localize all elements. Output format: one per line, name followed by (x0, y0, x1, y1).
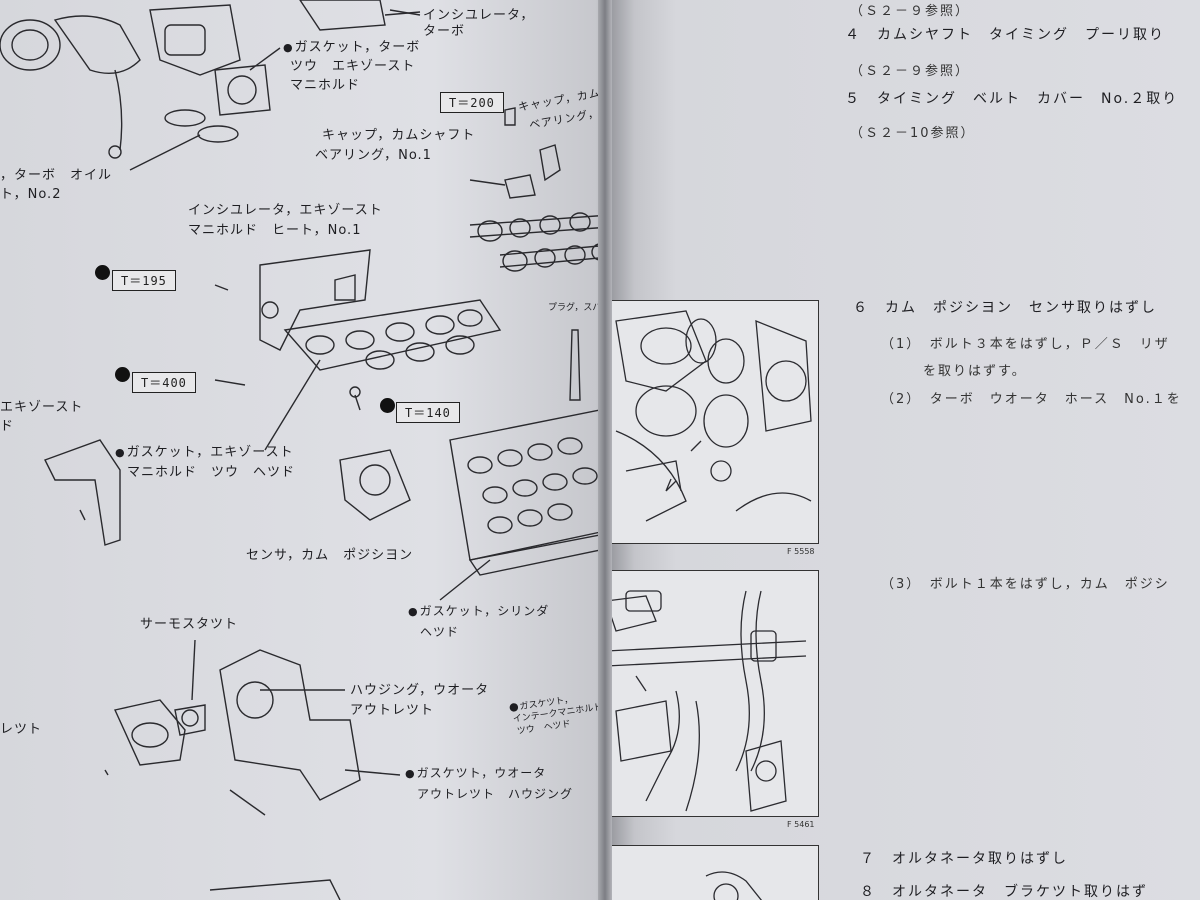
step-6-1a: （1） ボルト３本をはずし，Ｐ／Ｓ リザ (881, 337, 1170, 352)
label-turbo-oil-1: ，ターボ オイル (0, 168, 113, 183)
label-sensor-cam-position: センサ，カム ポジシヨン (246, 548, 414, 563)
step-6: ６ カム ポジシヨン センサ取りはずし (853, 300, 1157, 316)
step-6-2: （2） ターボ ウオータ ホース No.１を (881, 392, 1182, 407)
figure-engine-hoses (605, 570, 819, 817)
figure-engine-sensor-drawing (615, 310, 812, 522)
ref-s2-10: （Ｓ２－10参照） (850, 126, 976, 141)
step-8: ８ オルタネータ ブラケツト取りはず (860, 884, 1148, 900)
label-insulator-turbo-text: インシユレータ， ターボ (423, 8, 535, 39)
label-exhaust-2: ド (0, 419, 15, 434)
torque-box-140: T＝140 (396, 402, 460, 423)
book-gutter (598, 0, 612, 900)
label-insulator-turbo: インシユレータ， ターボ (423, 8, 534, 40)
torque-dot-400 (115, 367, 130, 382)
label-gasket-exmani-head-2: マニホルド ツウ ヘツド (127, 465, 296, 480)
label-housing-water-outlet-2: アウトレツト (350, 703, 435, 718)
label-exhaust-1: エキゾースト (0, 400, 84, 415)
figure-engine-hoses-drawing (606, 590, 807, 812)
label-turbo-oil-2: ト，No.2 (0, 187, 62, 202)
torque-box-400: T＝400 (132, 372, 196, 393)
figure-engine-sensor (605, 300, 819, 544)
step-6-3: （3） ボルト１本をはずし，カム ポジシ (881, 577, 1170, 592)
step-7: ７ オルタネータ取りはずし (860, 851, 1068, 867)
label-housing-water-outlet-1: ハウジング，ウオータ (350, 683, 490, 698)
label-gasket-water-outlet-1: ガスケツト，ウオータ (405, 765, 546, 782)
label-insulator-exmani-2: マニホルド ヒート，No.1 (188, 223, 362, 238)
ref-s2-9-top: （Ｓ２－９参照） (850, 4, 971, 19)
figure-alternator (605, 845, 819, 900)
label-gasket-water-outlet-2: アウトレツト ハウジング (417, 787, 574, 801)
label-cap-cam-no1-2: ベアリング，No.1 (315, 148, 432, 163)
torque-box-195: T＝195 (112, 270, 176, 291)
right-page: （Ｓ２－９参照） ４ カムシヤフト タイミング プーリ取り （Ｓ２－９参照） ５… (605, 0, 1200, 900)
step-5: ５ タイミング ベルト カバー No.２取り (845, 91, 1179, 107)
ref-s2-9: （Ｓ２－９参照） (850, 64, 971, 79)
label-cap-cam-no1-1: キャップ，カムシャフト (322, 128, 476, 143)
label-gasket-cyl-head-2: ヘツド (420, 625, 460, 639)
figure-code-1: F 5558 (787, 547, 815, 556)
label-gasket-turbo-2: ツウ エキゾースト (290, 59, 416, 74)
label-insulator-exmani-1: インシユレータ，エキゾースト (188, 203, 383, 218)
label-gasket-turbo-1: ガスケット，ターボ (283, 40, 420, 56)
label-spark-plug: プラグ，スパーク (548, 303, 620, 313)
label-outlet-partial: レツト (0, 722, 43, 737)
label-gasket-exmani-head-1: ガスケット，エキゾースト (115, 445, 294, 461)
figure-alternator-drawing (705, 871, 763, 900)
label-thermostat: サーモスタツト (140, 617, 239, 632)
label-gasket-turbo-3: マニホルド (290, 78, 361, 93)
torque-dot-140 (380, 398, 395, 413)
step-4: ４ カムシヤフト タイミング プーリ取り (845, 27, 1165, 43)
left-page: インシユレータ， ターボ ガスケット，ターボ ツウ エキゾースト マニホルド T… (0, 0, 620, 900)
torque-dot-195 (95, 265, 110, 280)
figure-code-2: F 5461 (787, 820, 815, 829)
step-6-1b: を取りはずす。 (923, 364, 1027, 379)
exploded-parts-diagram (0, 0, 611, 900)
torque-box-200: T＝200 (440, 92, 504, 113)
label-gasket-cyl-head-1: ガスケット，シリンダ (408, 603, 549, 620)
